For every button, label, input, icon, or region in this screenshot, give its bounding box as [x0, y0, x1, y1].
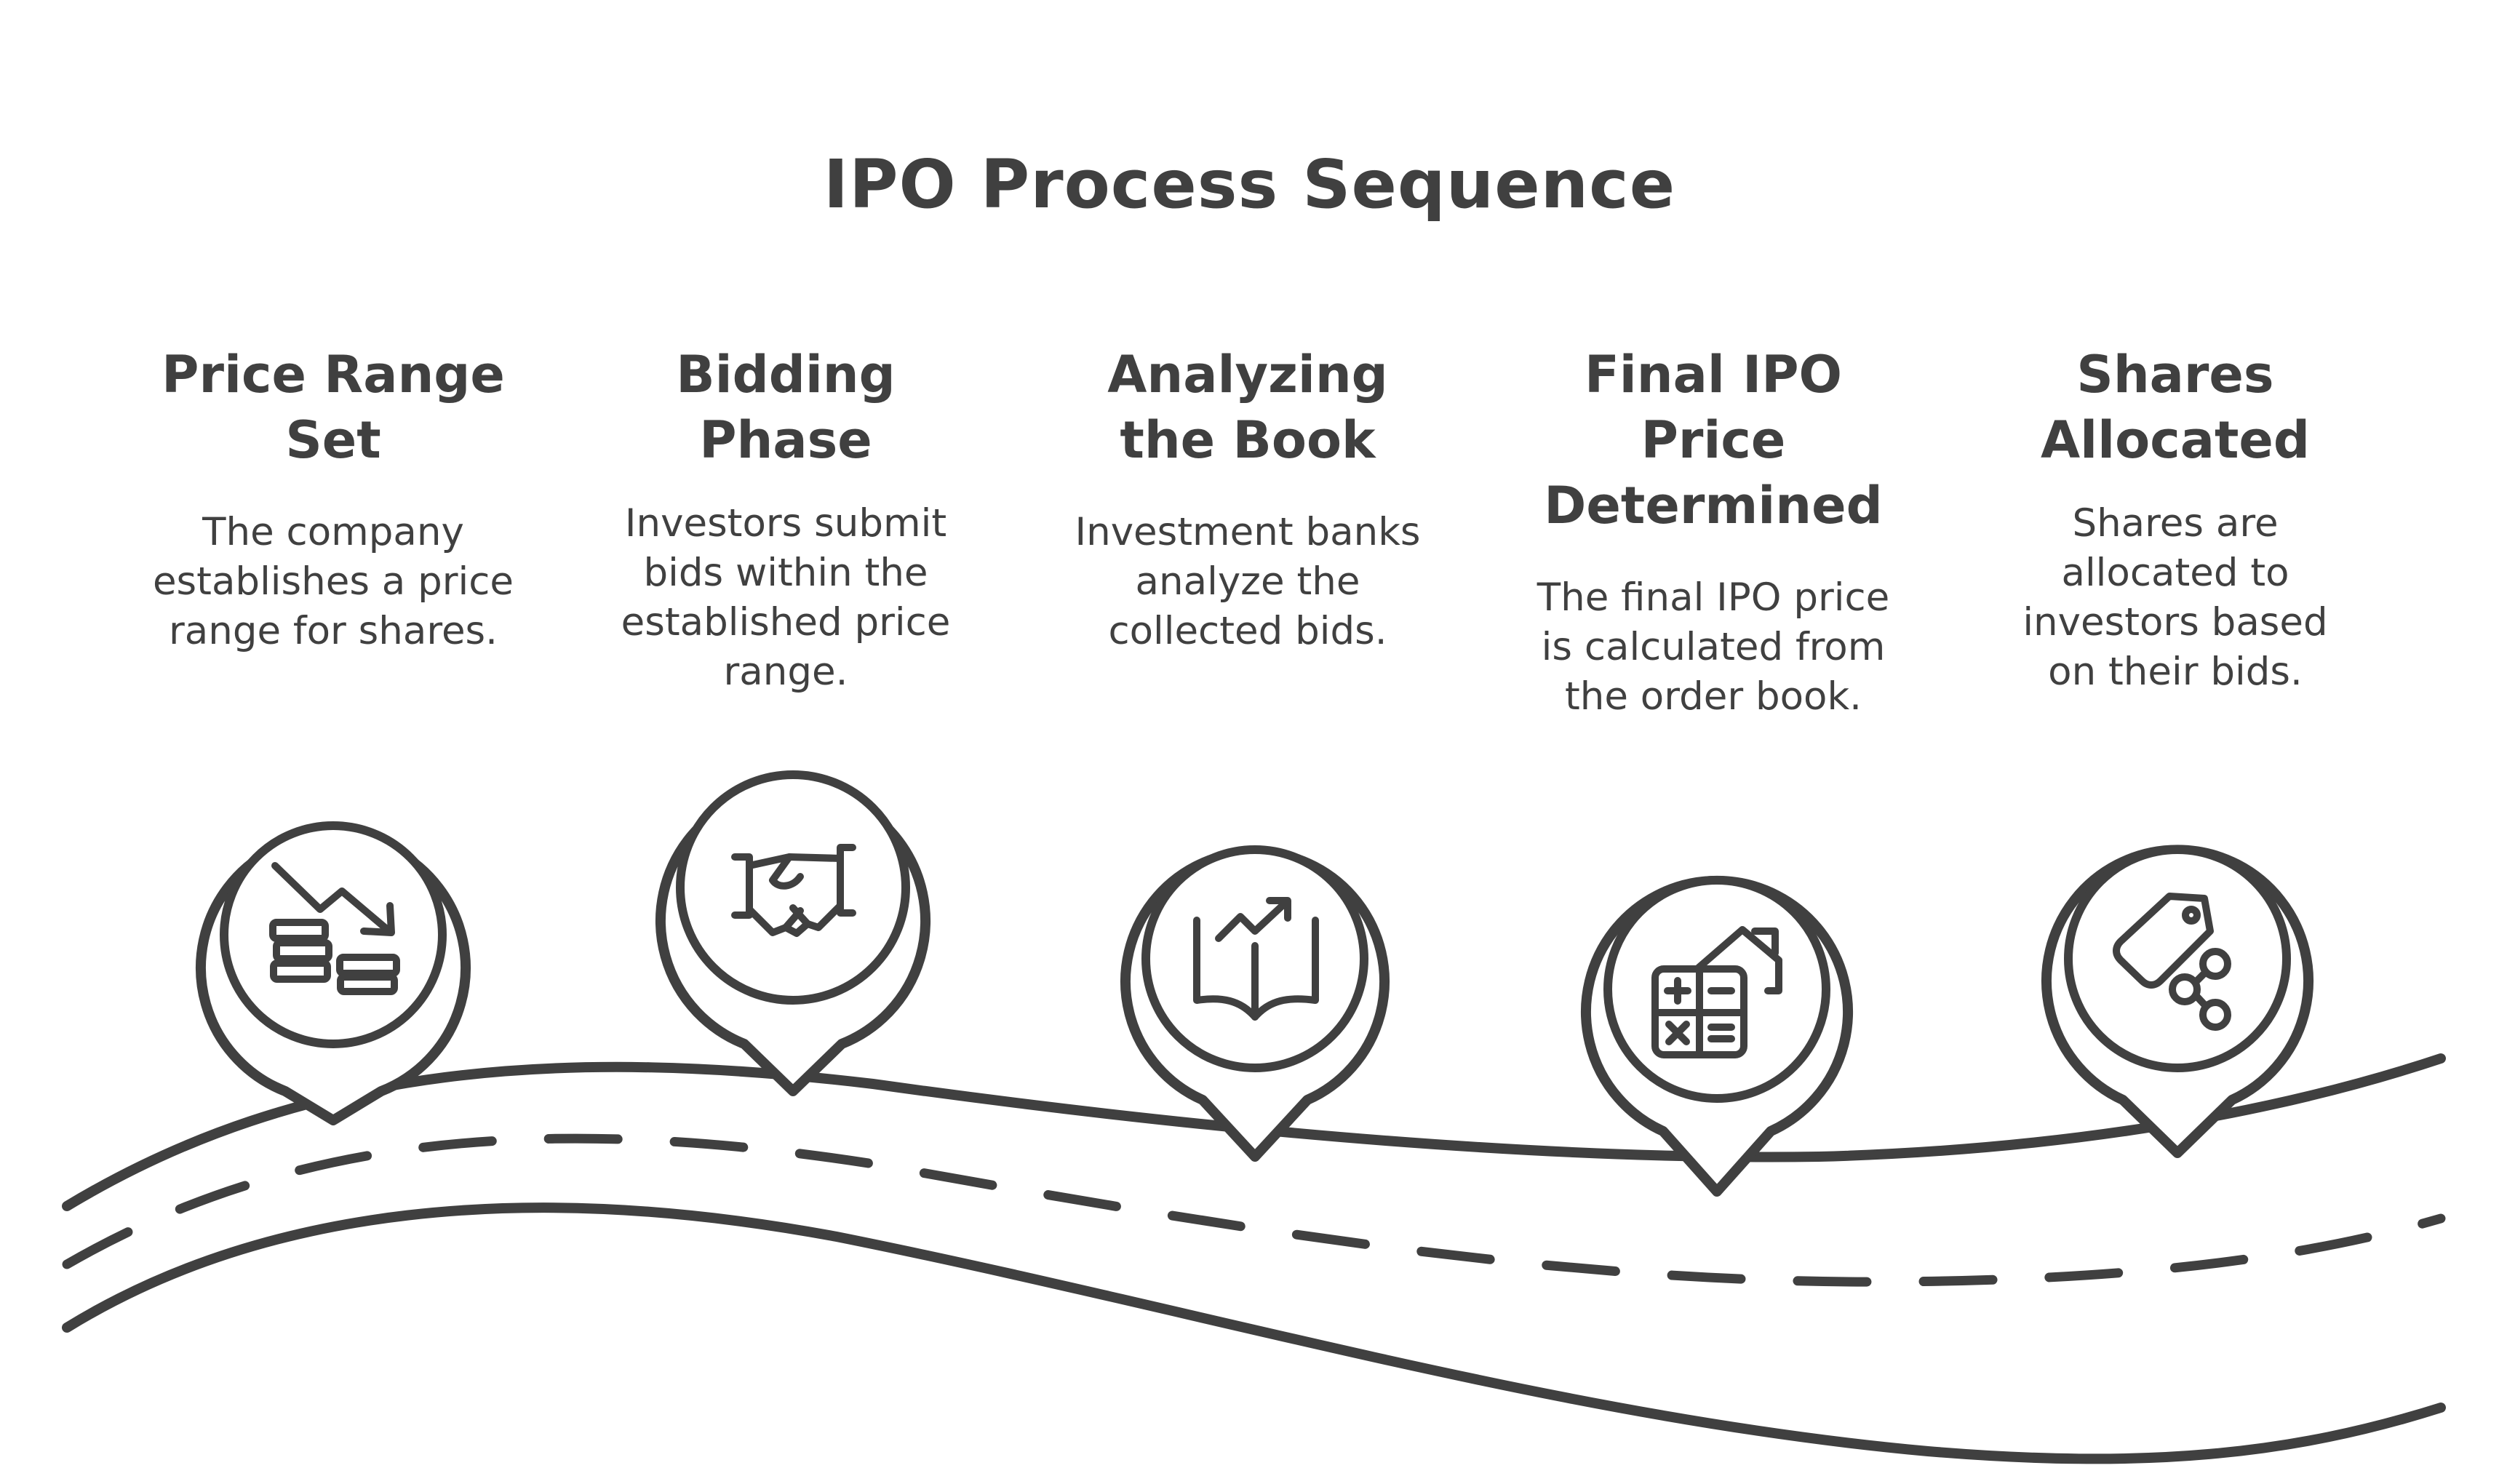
step-3-description: Investment banks analyze the collected b… — [1075, 510, 1421, 653]
step-3: Analyzing the Book Investment banks anal… — [1022, 342, 1473, 656]
step-3-title: Analyzing the Book — [1022, 342, 1473, 473]
step-2: Bidding Phase Investors submit bids with… — [560, 342, 1011, 697]
step-4-marker — [1581, 875, 1853, 1197]
step-1-title: Price Range Set — [108, 342, 559, 473]
road-top-edge — [62, 1053, 2446, 1211]
step-3-marker — [1120, 845, 1390, 1162]
step-1-title-line-2: Set — [285, 410, 381, 470]
step-4-title-line-1: Final IPO — [1584, 345, 1843, 404]
step-5-description: Shares are allocated to investors based … — [2022, 501, 2328, 694]
step-3-title-line-2: the Book — [1120, 410, 1376, 470]
step-3-title-line-1: Analyzing — [1107, 345, 1388, 404]
step-4-title: Final IPO Price Determined — [1488, 342, 1939, 538]
road-bottom-edge — [62, 1202, 2446, 1464]
step-5-title-line-2: Allocated — [2040, 410, 2311, 470]
step-2-marker — [655, 770, 930, 1096]
step-1-title-line-1: Price Range — [162, 345, 505, 404]
calculator-house-icon — [1651, 926, 1782, 1058]
step-5: Shares Allocated Shares are allocated to… — [1950, 342, 2401, 697]
book-growth-icon — [1193, 897, 1319, 1021]
step-5-title-line-1: Shares — [2076, 345, 2274, 404]
step-2-title-line-1: Bidding — [676, 345, 896, 404]
step-4-title-line-2: Price — [1641, 410, 1786, 470]
step-4-title-line-3: Determined — [1544, 476, 1883, 535]
step-4: Final IPO Price Determined The final IPO… — [1488, 342, 1939, 722]
step-2-title: Bidding Phase — [560, 342, 1011, 473]
step-1-description: The company establishes a price range fo… — [152, 510, 514, 653]
step-5-title: Shares Allocated — [1950, 342, 2401, 473]
step-5-marker — [2041, 845, 2313, 1158]
step-1-marker — [196, 821, 471, 1125]
step-4-description: The final IPO price is calculated from t… — [1537, 575, 1890, 719]
diagram-title: IPO Process Sequence — [823, 145, 1676, 223]
step-1: Price Range Set The company establishes … — [108, 342, 559, 656]
price-drop-coins-icon — [269, 862, 400, 995]
step-2-description: Investors submit bids within the establi… — [621, 501, 951, 694]
handshake-icon — [731, 844, 856, 937]
tag-share-icon — [2113, 893, 2231, 1031]
step-2-title-line-2: Phase — [699, 410, 872, 470]
road-center-line — [62, 1133, 2446, 1287]
